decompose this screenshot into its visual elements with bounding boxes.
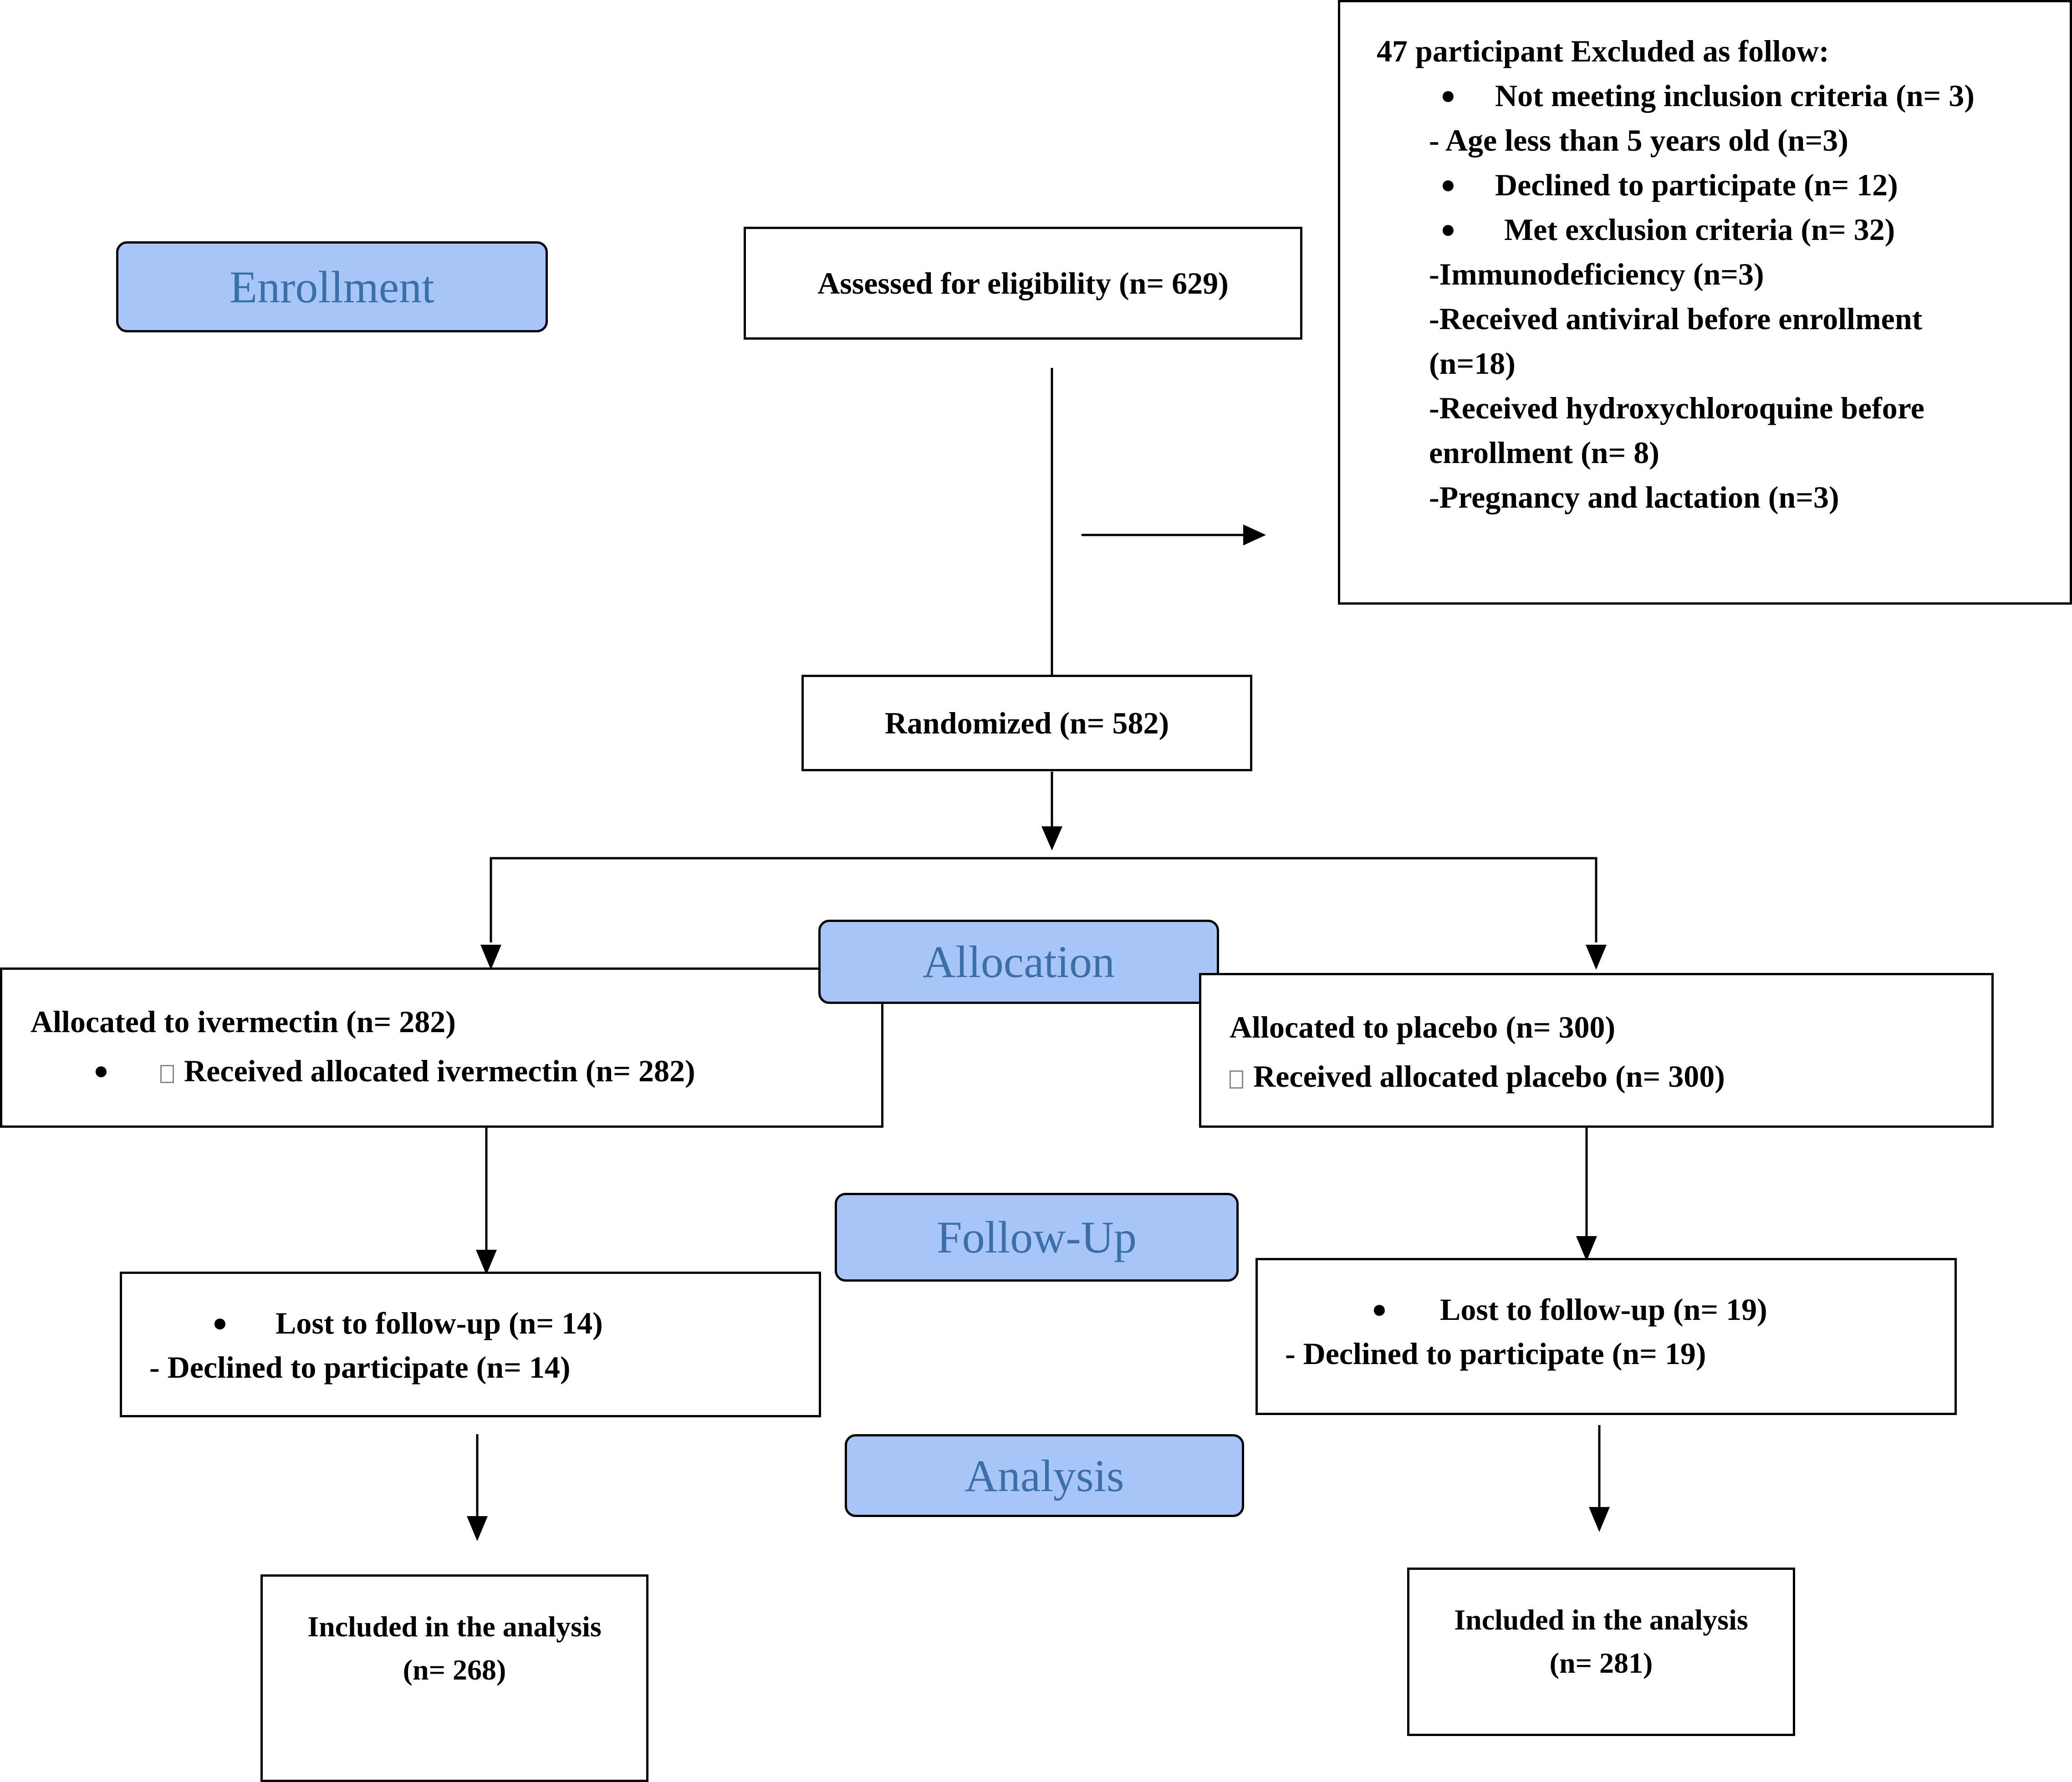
placebo-included-count: (n= 281) <box>1549 1647 1653 1679</box>
ivermectin-declined: - Declined to participate (n= 14) <box>149 1350 571 1385</box>
excluded-title: 47 participant Excluded as follow: <box>1377 34 1829 68</box>
assessed-text: Assessed for eligibility (n= 629) <box>817 265 1229 300</box>
arrowhead-randomized-split <box>1041 826 1062 850</box>
stage-allocation: Allocation <box>818 920 1219 1004</box>
excluded-met-item: ● Met exclusion criteria (n= 32) <box>1377 207 2070 252</box>
bullet-icon: ● <box>1440 81 1456 110</box>
bullet-icon: ● <box>93 1057 109 1085</box>
arrowhead-iver-analysis <box>467 1516 488 1541</box>
stage-analysis-label: Analysis <box>965 1450 1124 1501</box>
ivermectin-allocated: Allocated to ivermectin (n= 282) <box>31 1004 456 1039</box>
placebo-included-label: Included in the analysis <box>1454 1604 1748 1636</box>
ivermectin-allocation-box: Allocated to ivermectin (n= 282) ● Recei… <box>0 967 883 1128</box>
ivermectin-included-count: (n= 268) <box>403 1654 506 1686</box>
arrowhead-ivermectin <box>480 945 501 970</box>
stage-follow-up-label: Follow-Up <box>937 1212 1137 1263</box>
arrowhead-placebo-analysis <box>1589 1507 1610 1532</box>
excluded-age: - Age less than 5 years old (n=3) <box>1429 123 1848 158</box>
excluded-hcq-2: enrollment (n= 8) <box>1429 435 1659 470</box>
excluded-not-meeting: Not meeting inclusion criteria (n= 3) <box>1495 78 1975 113</box>
stage-follow-up: Follow-Up <box>835 1193 1239 1282</box>
excluded-antiviral-2: (n=18) <box>1429 346 1516 381</box>
excluded-declined-item: ● Declined to participate (n= 12) <box>1377 163 2070 207</box>
excluded-pregnancy: -Pregnancy and lactation (n=3) <box>1429 480 1839 514</box>
ivermectin-lost-box: ● Lost to follow-up (n= 14) - Declined t… <box>120 1272 821 1417</box>
ivermectin-lost: Lost to follow-up (n= 14) <box>276 1306 603 1340</box>
excluded-immuno: -Immunodeficiency (n=3) <box>1429 257 1764 291</box>
excluded-box: 47 participant Excluded as follow: ● Not… <box>1338 0 2072 605</box>
excluded-met-exclusion: Met exclusion criteria (n= 32) <box>1504 212 1895 247</box>
placebo-lost-box: ● Lost to follow-up (n= 19) - Declined t… <box>1255 1258 1957 1415</box>
excluded-declined: Declined to participate (n= 12) <box>1495 168 1898 202</box>
excluded-not-meeting-item: ● Not meeting inclusion criteria (n= 3) <box>1377 73 2070 118</box>
checkbox-icon <box>160 1065 174 1083</box>
arrowhead-excluded <box>1243 524 1266 545</box>
stage-allocation-label: Allocation <box>922 937 1115 987</box>
bullet-icon: ● <box>1440 171 1456 199</box>
placebo-allocated: Allocated to placebo (n= 300) <box>1230 1010 1616 1044</box>
placebo-lost: Lost to follow-up (n= 19) <box>1440 1292 1767 1327</box>
bullet-icon: ● <box>1440 215 1456 244</box>
placebo-declined: - Declined to participate (n= 19) <box>1285 1336 1706 1371</box>
excluded-antiviral-1: -Received antiviral before enrollment <box>1429 301 1923 336</box>
ivermectin-lost-item: ● Lost to follow-up (n= 14) <box>149 1301 819 1345</box>
stage-enrollment-label: Enrollment <box>230 261 434 312</box>
placebo-allocation-box: Allocated to placebo (n= 300) Received a… <box>1199 973 1994 1128</box>
ivermectin-included-box: Included in the analysis (n= 268) <box>260 1574 648 1782</box>
stage-enrollment: Enrollment <box>116 241 548 332</box>
ivermectin-received: Received allocated ivermectin (n= 282) <box>184 1054 695 1088</box>
placebo-received-item: Received allocated placebo (n= 300) <box>1230 1052 1991 1101</box>
bullet-icon: ● <box>1372 1295 1387 1324</box>
arrowhead-placebo <box>1586 945 1607 970</box>
ivermectin-received-item: ● Received allocated ivermectin (n= 282) <box>31 1046 881 1095</box>
arrowhead-placebo-lost <box>1576 1236 1597 1261</box>
arrowhead-iver-lost <box>476 1250 497 1275</box>
assessed-box: Assessed for eligibility (n= 629) <box>744 227 1302 340</box>
randomized-box: Randomized (n= 582) <box>801 675 1252 771</box>
checkbox-icon <box>1230 1070 1243 1089</box>
line-allocation-split <box>490 857 1597 942</box>
randomized-text: Randomized (n= 582) <box>884 705 1169 740</box>
stage-analysis: Analysis <box>845 1434 1244 1517</box>
excluded-hcq-1: -Received hydroxychloroquine before <box>1429 391 1924 425</box>
ivermectin-included-label: Included in the analysis <box>307 1610 602 1643</box>
placebo-included-box: Included in the analysis (n= 281) <box>1407 1568 1795 1736</box>
placebo-received: Received allocated placebo (n= 300) <box>1253 1059 1725 1094</box>
placebo-lost-item: ● Lost to follow-up (n= 19) <box>1285 1288 1955 1332</box>
bullet-icon: ● <box>212 1309 228 1337</box>
